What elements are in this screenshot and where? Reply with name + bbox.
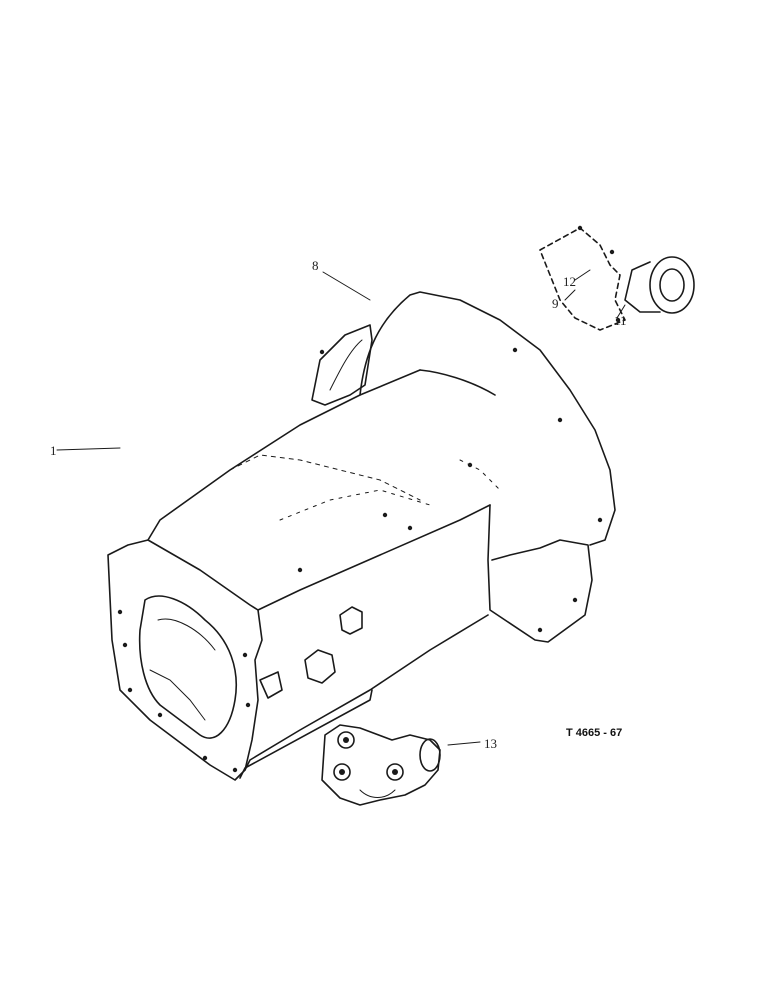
callout-13: 13 bbox=[484, 736, 497, 751]
reference-code: T 4665 - 67 bbox=[566, 727, 622, 739]
bearing-cap-group bbox=[539, 225, 695, 331]
leader-9 bbox=[564, 289, 576, 301]
part-13-assembly bbox=[321, 724, 441, 806]
callout-8: 8 bbox=[312, 258, 319, 273]
callout-1: 1 bbox=[50, 443, 57, 458]
callout-9: 9 bbox=[552, 296, 559, 311]
leader-8 bbox=[322, 271, 371, 301]
callout-12: 12 bbox=[563, 274, 576, 289]
transmission-housing bbox=[107, 291, 616, 781]
leader-12 bbox=[574, 269, 591, 281]
leader-11 bbox=[616, 304, 626, 319]
callout-11: 11 bbox=[614, 313, 627, 328]
leader-1 bbox=[56, 447, 121, 451]
leader-13 bbox=[447, 741, 481, 746]
